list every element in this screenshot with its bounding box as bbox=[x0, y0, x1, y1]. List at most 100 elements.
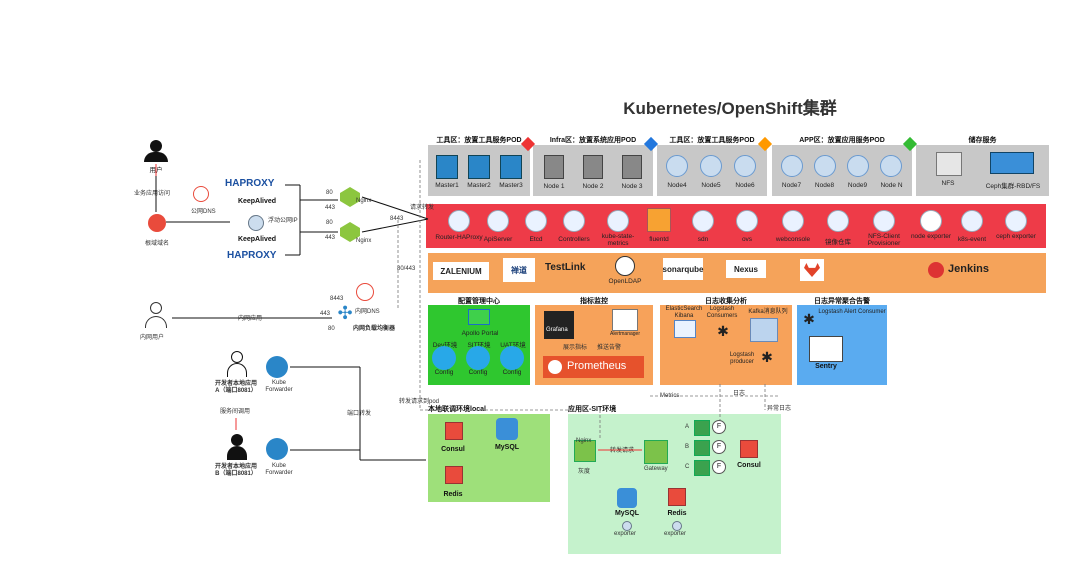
sdn-icon bbox=[692, 210, 714, 232]
kafka-icon bbox=[750, 318, 778, 342]
alertmanager-label: Alertmanager bbox=[609, 331, 640, 337]
ceph-exporter-icon bbox=[1005, 210, 1027, 232]
user-head bbox=[231, 351, 243, 363]
config-label: Config bbox=[502, 369, 522, 376]
server-icon bbox=[544, 155, 564, 179]
apiserver: ApiServer bbox=[480, 208, 516, 246]
node-exporter-label: node exporter bbox=[910, 233, 952, 240]
ovs: ovs bbox=[732, 208, 762, 246]
dev-b-icon bbox=[227, 434, 247, 460]
node-label: Node 2 bbox=[582, 183, 604, 190]
tool-nodes: Node4 Node5 Node6 bbox=[660, 152, 764, 192]
nginx1-label: Nginx bbox=[356, 198, 372, 204]
intranet-app-label: 内网应用 bbox=[238, 316, 263, 322]
show-metrics-label: 展示指标 bbox=[563, 345, 588, 351]
kube-state-metrics-label: kube-state-metrics bbox=[601, 233, 635, 247]
monitor-icon bbox=[468, 309, 490, 325]
node-label: Node9 bbox=[847, 182, 868, 189]
prometheus-label: Prometheus bbox=[567, 360, 627, 372]
controllers: Controllers bbox=[554, 208, 594, 246]
domain-label: 根域域名 bbox=[145, 241, 170, 247]
k8s-event-icon bbox=[961, 210, 983, 232]
port-8443: 8443 bbox=[390, 216, 404, 222]
node-icon bbox=[781, 155, 803, 177]
logstash-producer-icon: ✱ bbox=[761, 349, 773, 365]
service-b2-icon: F bbox=[712, 440, 726, 454]
kube-state-metrics: kube-state-metrics bbox=[596, 208, 640, 247]
node-icon bbox=[666, 155, 688, 177]
apollo-portal: Apollo Portal bbox=[458, 309, 502, 339]
openldap-label: OpenLDAP bbox=[608, 278, 642, 285]
fluentd-icon bbox=[647, 208, 671, 232]
keepalived1-label: KeepAlived bbox=[237, 198, 277, 205]
fluentd-label: fluentd bbox=[649, 236, 669, 243]
node-label: Node 3 bbox=[621, 183, 643, 190]
provisioner-label: NFS-Client Provisioner bbox=[867, 233, 901, 247]
webconsole-icon bbox=[782, 210, 804, 232]
nfs-client-provisioner: NFS-Client Provisioner bbox=[860, 208, 908, 247]
pod-tag: F bbox=[716, 463, 722, 470]
mysql-sit-icon bbox=[617, 488, 637, 508]
gateway-label: Gateway bbox=[644, 466, 668, 472]
keepalived2-label: KeepAlived bbox=[237, 236, 277, 243]
sonarqube-label: sonarqube bbox=[662, 264, 704, 274]
service-call-label: 服务间调用 bbox=[220, 409, 251, 415]
intranet-dns-label: 内网DNS bbox=[355, 309, 380, 315]
user-head bbox=[150, 140, 162, 152]
service-a-icon bbox=[694, 420, 710, 436]
lb-port-80: 80 bbox=[328, 326, 335, 332]
node-icon bbox=[880, 155, 902, 177]
router-haproxy: Router-HAProxy bbox=[435, 208, 483, 246]
master-label: Master1 bbox=[435, 182, 459, 189]
etcd: Etcd bbox=[521, 208, 551, 246]
intranet-user-label: 内网用户 bbox=[140, 335, 165, 341]
node-label: Node6 bbox=[735, 182, 755, 189]
provisioner-icon bbox=[873, 210, 895, 232]
nfs-label: NFS bbox=[941, 180, 955, 187]
config-icon bbox=[466, 346, 490, 370]
nginx-sit-icon bbox=[574, 440, 596, 462]
node-icon bbox=[734, 155, 756, 177]
ovs-label: ovs bbox=[741, 236, 753, 243]
exporter-icon bbox=[672, 521, 682, 531]
port-80a: 80 bbox=[326, 190, 333, 196]
ceph-icon bbox=[990, 152, 1034, 174]
ceph-exporter: ceph exporter bbox=[994, 208, 1038, 246]
testlink-logo: TestLink bbox=[545, 262, 601, 278]
jenkins-logo: Jenkins bbox=[928, 262, 998, 280]
kube-state-metrics-icon bbox=[607, 210, 629, 232]
node-icon bbox=[847, 155, 869, 177]
lb-port-443: 443 bbox=[320, 311, 331, 317]
apiserver-label: ApiServer bbox=[483, 236, 513, 243]
service-c2-icon: F bbox=[712, 460, 726, 474]
webconsole-label: webconsole bbox=[775, 236, 811, 243]
mysql-local-icon bbox=[496, 418, 518, 440]
kube-forwarder2-label: Kube Forwarder bbox=[265, 463, 293, 476]
user-body bbox=[144, 152, 168, 162]
zentao-label: 禅道 bbox=[511, 265, 527, 275]
push-alert-label: 推送告警 bbox=[597, 345, 622, 351]
logstash-consumers-label: Logstash Consumers bbox=[706, 306, 738, 319]
router-icon bbox=[448, 210, 470, 232]
nfs-icon bbox=[936, 152, 962, 176]
sentry-label: Sentry bbox=[815, 363, 837, 370]
node-label: Node8 bbox=[814, 182, 835, 189]
dev-b-label: 开发者本地应用B（端口8081） bbox=[214, 464, 257, 477]
redis-local-icon bbox=[445, 466, 463, 484]
consul-sit-icon bbox=[740, 440, 758, 458]
kube-forwarder1-icon bbox=[266, 356, 288, 378]
service-c-icon bbox=[694, 460, 710, 476]
floating-ip-icon bbox=[248, 215, 264, 231]
grafana-icon bbox=[544, 311, 574, 339]
intranet-dns-icon bbox=[356, 283, 374, 301]
zalenium-label: ZALENIUM bbox=[440, 266, 482, 276]
logstash-producer-label: Logstash producer bbox=[729, 352, 755, 365]
exporter-label: exporter bbox=[664, 531, 687, 537]
image-registry: 镜像仓库 bbox=[820, 208, 856, 246]
apiserver-icon bbox=[487, 210, 509, 232]
nginx-sit-label: Nginx bbox=[576, 438, 592, 444]
zone-tools-title: 工具区：放置工具服务POD bbox=[436, 137, 522, 144]
node-label: Node N bbox=[880, 182, 903, 189]
config-icon bbox=[432, 346, 456, 370]
kafka-label: Kafka消息队列 bbox=[748, 309, 788, 315]
